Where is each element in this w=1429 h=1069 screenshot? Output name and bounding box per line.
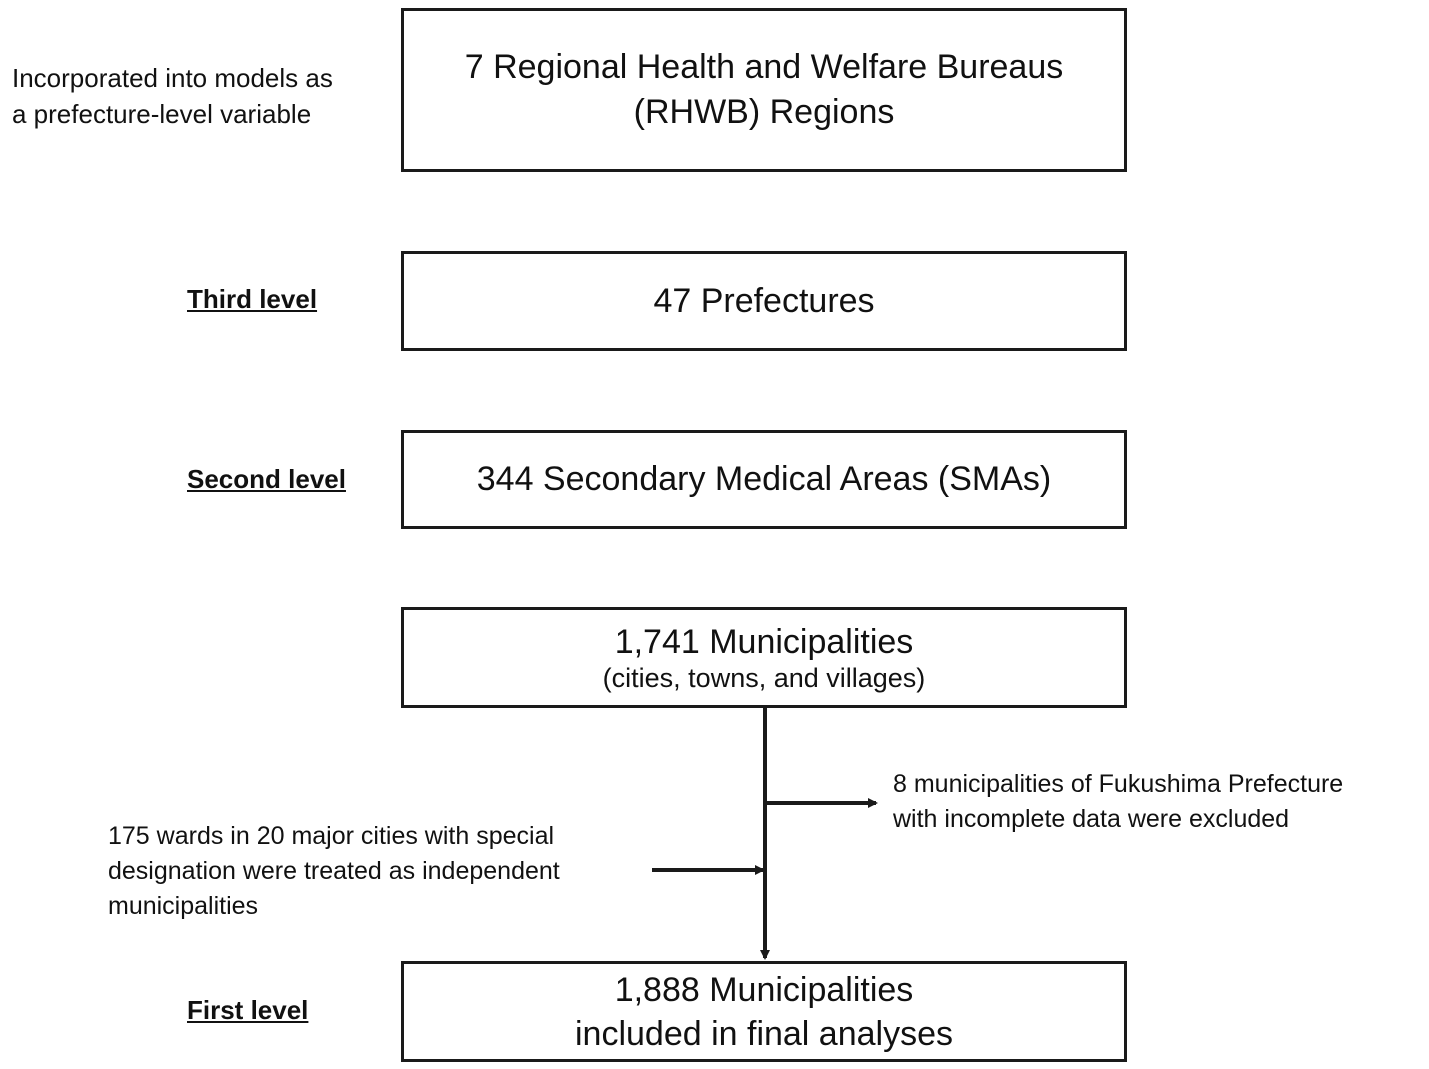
rhwb-regions-text: 7 Regional Health and Welfare Bureaus (R… (464, 48, 1064, 131)
first-level-label: First level (187, 995, 309, 1025)
municipalities-box: 1,741 Municipalities (cities, towns, and… (401, 607, 1127, 708)
municipalities-main-text: 1,741 Municipalities (614, 622, 914, 661)
municipalities-sub-text: (cities, towns, and villages) (602, 662, 926, 693)
rhwb-regions-box: 7 Regional Health and Welfare Bureaus (R… (401, 8, 1127, 172)
final-municipalities-main-text: 1,888 Municipalities (614, 970, 914, 1009)
added-wards-note: 175 wards in 20 major cities with specia… (108, 822, 560, 920)
final-municipalities-sub-text: included in final analyses (574, 1014, 954, 1053)
third-level-label: Third level (187, 284, 318, 314)
smas-text: 344 Secondary Medical Areas (SMAs) (476, 460, 1052, 498)
final-municipalities-box: 1,888 Municipalities included in final a… (401, 961, 1127, 1062)
smas-box: 344 Secondary Medical Areas (SMAs) (401, 430, 1127, 529)
excluded-municipalities-note: 8 municipalities of Fukushima Prefecture… (893, 770, 1344, 833)
second-level-label: Second level (187, 464, 346, 494)
prefectures-box: 47 Prefectures (401, 251, 1127, 351)
prefecture-level-variable-note: Incorporated into models as a prefecture… (12, 63, 333, 129)
prefectures-text: 47 Prefectures (653, 281, 875, 320)
